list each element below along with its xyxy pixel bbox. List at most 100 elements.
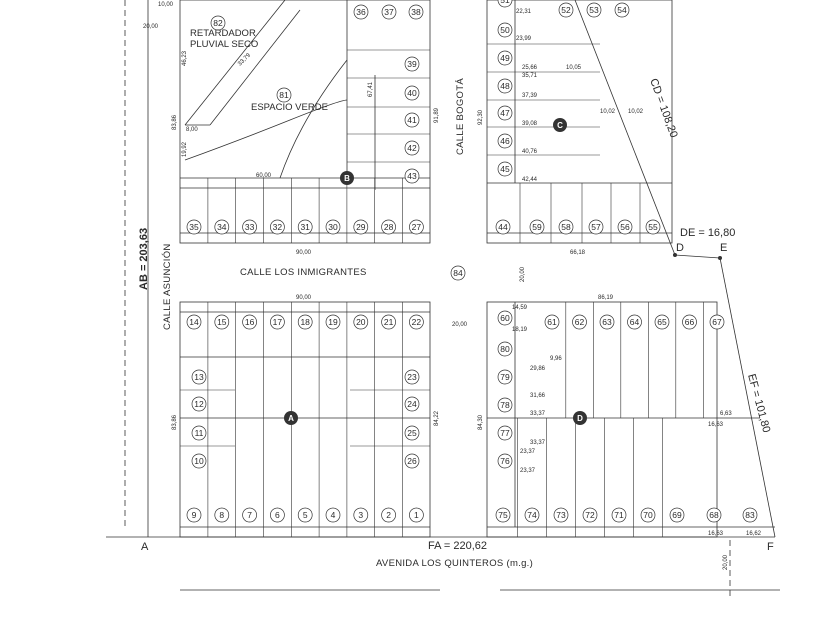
- lot-16-circle: [242, 314, 257, 330]
- lot-38-number: 38: [411, 7, 421, 17]
- lot-60-number: 60: [500, 313, 510, 323]
- lot-81-circle: [276, 87, 292, 103]
- street-avenida-los-quinteros: AVENIDA LOS QUINTEROS (m.g.): [376, 558, 533, 569]
- lot-67-circle: [709, 314, 725, 330]
- lot-77-circle: [497, 425, 513, 441]
- lot-57-circle: [588, 219, 604, 235]
- lot-1-number: 1: [414, 510, 419, 520]
- lot-14-circle: [186, 314, 202, 330]
- dim-16-62: 16,62: [746, 531, 762, 537]
- lot-51-circle: [497, 0, 513, 8]
- lot-57-number: 57: [591, 222, 601, 232]
- boundary-label-ab: AB = 203,63: [138, 228, 150, 290]
- lot-71-circle: [611, 507, 627, 523]
- lot-23-circle: [404, 369, 420, 385]
- marker-d: D: [577, 414, 583, 423]
- lot-42-circle: [404, 140, 420, 156]
- lot-76-number: 76: [500, 456, 510, 466]
- lot-9-number: 9: [192, 510, 197, 520]
- lot-41-number: 41: [407, 115, 417, 125]
- lot-24-number: 24: [407, 399, 417, 409]
- street-calle-bogota: CALLE BOGOTÁ: [455, 78, 466, 155]
- block-lower-left: [179, 301, 431, 538]
- lot-46-number: 46: [500, 136, 510, 146]
- lot-37-circle: [381, 4, 397, 20]
- lot-77-number: 77: [500, 428, 510, 438]
- lot-10-circle: [191, 453, 207, 469]
- vertex-d: D: [676, 242, 684, 254]
- dim-10-02a: 10,02: [600, 109, 616, 115]
- lot-30-circle: [325, 219, 341, 235]
- lot-27-circle: [409, 219, 424, 235]
- lot-13-circle: [191, 369, 207, 385]
- lot-62-circle: [572, 314, 587, 330]
- lot-31-number: 31: [300, 222, 310, 232]
- lot-41-circle: [404, 112, 420, 128]
- lot-20-circle: [353, 314, 369, 330]
- boundary-label-cd: CD = 108,20: [647, 77, 680, 139]
- lot-11-number: 11: [195, 428, 204, 438]
- lot-16-number: 16: [245, 317, 255, 327]
- dim-20-street: 20,00: [520, 266, 526, 282]
- lot-3-circle: [353, 507, 369, 523]
- lot-83-number: 83: [745, 510, 755, 520]
- dim-67-41: 67,41: [368, 81, 374, 97]
- lot-66-number: 66: [685, 317, 695, 327]
- lot-54-circle: [614, 2, 630, 18]
- dim-10-05: 10,05: [566, 65, 582, 71]
- boundary-label-ef: EF = 101,80: [745, 373, 772, 434]
- lot-82-label-line2: PLUVIAL SECO: [190, 39, 258, 50]
- lot-5-circle: [297, 507, 313, 523]
- point-d-dot: [673, 253, 677, 257]
- lot-55-circle: [645, 219, 661, 235]
- lot-46-circle: [497, 133, 513, 149]
- lot-66-circle: [682, 314, 697, 330]
- dim-23-99: 23,99: [516, 36, 532, 42]
- lot-23-number: 23: [407, 372, 417, 382]
- lot-25-circle: [404, 425, 420, 441]
- lot-61-circle: [544, 314, 560, 330]
- lot-81-number: 81: [279, 90, 289, 100]
- lot-40-circle: [404, 85, 420, 101]
- lot-2-number: 2: [386, 510, 391, 520]
- lot-9-circle: [186, 507, 202, 523]
- lot-34-number: 34: [217, 222, 227, 232]
- lot-39-number: 39: [407, 59, 417, 69]
- street-calle-los-inmigrantes: CALLE LOS INMIGRANTES: [240, 267, 367, 278]
- dim-10-top: 10,00: [158, 2, 174, 8]
- lot-78-number: 78: [500, 400, 510, 410]
- lot-47-circle: [497, 105, 513, 121]
- dim-20-left: 20,00: [143, 24, 159, 30]
- block-lower-right: [486, 301, 718, 538]
- vertex-e: E: [720, 242, 727, 254]
- dim-83-86-bottom: 83,86: [172, 414, 178, 430]
- lot-37-number: 37: [384, 7, 394, 17]
- dim-84-22: 84,22: [434, 410, 440, 426]
- lot-13-number: 13: [194, 372, 204, 382]
- lot-45-number: 45: [500, 164, 510, 174]
- lot-15-number: 15: [217, 317, 227, 327]
- block-upper-left: [179, 0, 431, 244]
- lot-50-circle: [497, 22, 513, 38]
- lot-21-circle: [381, 314, 396, 330]
- line-green-curve2: [279, 59, 348, 179]
- lot-30-number: 30: [328, 222, 338, 232]
- lot-76-circle: [497, 453, 513, 469]
- lot-32-number: 32: [273, 222, 283, 232]
- dim-9-96: 9,96: [550, 356, 562, 362]
- lot-63-circle: [599, 314, 615, 330]
- lot-48-number: 48: [500, 81, 510, 91]
- lot-18-number: 18: [300, 317, 310, 327]
- lot-33-number: 33: [245, 222, 255, 232]
- dim-33-37b: 33,37: [530, 440, 546, 446]
- dim-92-30: 92,30: [478, 109, 484, 125]
- lot-35-circle: [186, 219, 202, 235]
- dim-40-76: 40,76: [522, 149, 538, 155]
- dim-31-66: 31,66: [530, 393, 546, 399]
- lot-49-circle: [497, 50, 513, 66]
- marker-d-dot: [573, 411, 587, 425]
- lot-15-circle: [214, 314, 230, 330]
- street-calle-asuncion: CALLE ASUNCIÓN: [162, 243, 173, 330]
- lot-19-circle: [325, 314, 341, 330]
- lot-38-circle: [408, 4, 424, 20]
